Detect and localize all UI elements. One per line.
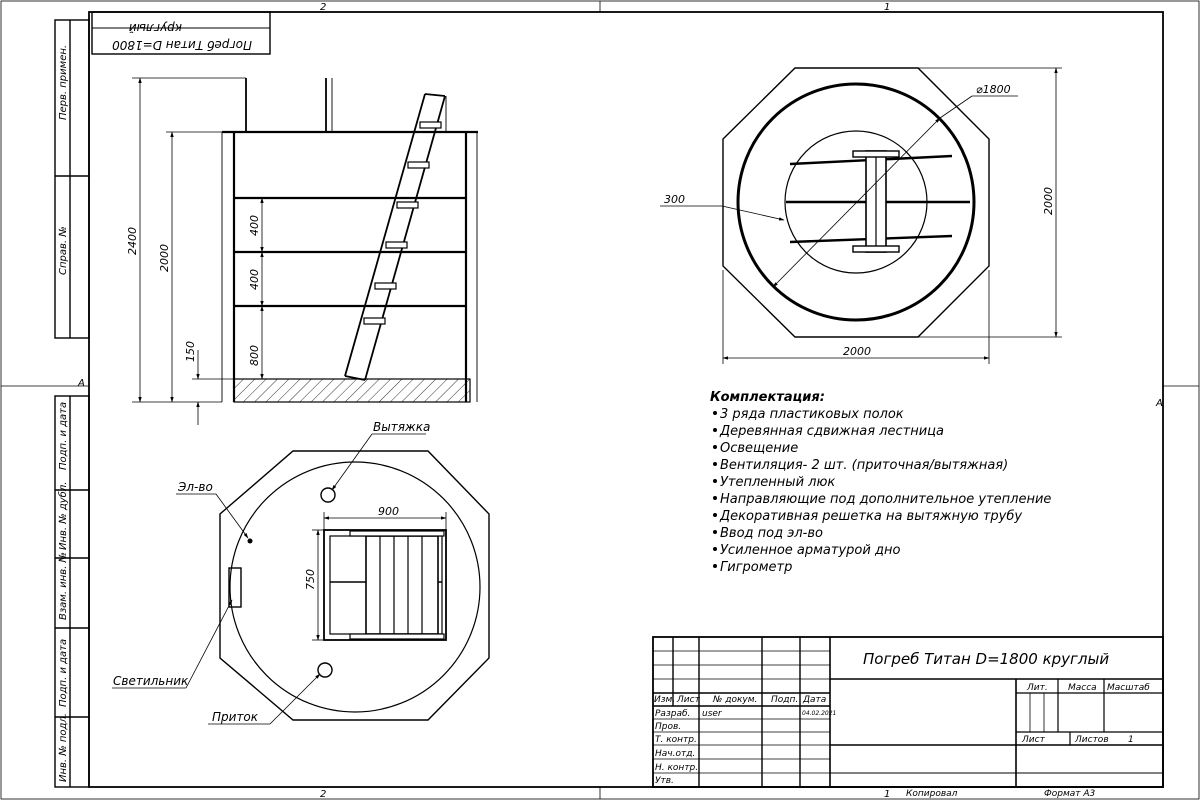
- side-stamp-label: Перв. примен.: [58, 45, 69, 120]
- side-stamp-label: Справ. №: [58, 226, 69, 275]
- ladder-rungs: [363, 121, 442, 325]
- list-bullet: [713, 411, 717, 415]
- tb-format: Формат A3: [1044, 789, 1096, 799]
- dim-floor: 150: [184, 341, 197, 362]
- tb-scale: Масштаб: [1107, 683, 1150, 693]
- dim-shelf-2: 400: [248, 269, 261, 290]
- elevation-dimensions: [132, 77, 264, 425]
- list-bullet: [713, 496, 717, 500]
- zone-top-left: 2: [320, 2, 326, 13]
- side-stamp-label: Подп. и дата: [58, 402, 69, 470]
- list-bullet: [713, 462, 717, 466]
- equipment-list: 3 ряда пластиковых полок Деревянная сдви…: [713, 407, 1051, 575]
- elevation-view: [221, 78, 478, 403]
- tb-developer: user: [702, 709, 723, 719]
- list-bullet: [713, 479, 717, 483]
- tb-col-izm: Изм.: [654, 695, 675, 705]
- zone-side-right: A: [1155, 398, 1163, 409]
- list-bullet: [713, 513, 717, 517]
- tb-date: 04.02.2021: [802, 710, 836, 717]
- zone-top-right: 1: [884, 2, 890, 13]
- side-stamp-columns: [54, 19, 90, 788]
- list-item: Деревянная сдвижная лестница: [719, 424, 944, 439]
- side-stamp-label: Взам. инв. №: [58, 552, 69, 620]
- side-stamp-label: Инв. № дубл.: [57, 482, 69, 550]
- top-stamp-line2: круглый: [129, 21, 182, 35]
- list-item: 3 ряда пластиковых полок: [720, 407, 904, 422]
- dim-width: 2000: [843, 345, 871, 358]
- tb-col-sign: Подп.: [771, 695, 798, 705]
- list-item: Ввод под эл-во: [720, 526, 823, 541]
- list-item: Направляющие под дополнительное утеплени…: [720, 492, 1051, 507]
- tb-row-label: Пров.: [655, 722, 681, 732]
- tb-sheets: Листов: [1074, 735, 1109, 745]
- side-stamp-label: Подп. и дата: [58, 639, 69, 707]
- dim-hatch-width: 900: [378, 505, 399, 518]
- label-exhaust: Вытяжка: [373, 420, 430, 434]
- plan-top-dimensions: [660, 67, 1062, 364]
- dim-height: 2000: [1042, 187, 1055, 215]
- zone-side-left: A: [77, 378, 85, 389]
- dim-wall: 300: [664, 193, 685, 206]
- equipment-heading: Комплектация:: [710, 390, 825, 405]
- label-electric: Эл-во: [177, 480, 213, 494]
- tb-row-label: Утв.: [655, 776, 674, 786]
- plan-bottom-dimensions: [312, 512, 447, 641]
- plan-bottom-view: [219, 450, 490, 721]
- tb-row-label: Разраб.: [655, 709, 690, 719]
- zone-bottom-right: 1: [884, 789, 890, 800]
- tb-sheets-value: 1: [1128, 735, 1134, 745]
- list-bullet: [713, 547, 717, 551]
- title-block-title: Погреб Титан D=1800 круглый: [863, 650, 1109, 668]
- title-block: [652, 636, 1164, 788]
- label-inflow: Приток: [212, 710, 259, 724]
- dim-bottom-shelf: 800: [248, 345, 261, 366]
- tb-row-label: Т. контр.: [655, 735, 697, 745]
- list-bullet: [713, 564, 717, 568]
- tb-mass: Масса: [1068, 683, 1097, 693]
- top-stamp-line1: Погреб Титан D=1800: [112, 38, 252, 52]
- dim-diameter: ⌀1800: [976, 83, 1011, 96]
- tb-col-date: Дата: [802, 695, 826, 705]
- tb-col-list: Лист: [676, 695, 701, 705]
- electric-input-dot: [247, 538, 253, 544]
- list-item: Освещение: [720, 441, 798, 456]
- side-stamp-label: Инв. № подл.: [58, 713, 69, 782]
- list-item: Гигрометр: [720, 560, 792, 575]
- list-item: Усиленное арматурой дно: [720, 543, 900, 558]
- list-item: Декоративная решетка на вытяжную трубу: [719, 509, 1022, 524]
- list-bullet: [713, 530, 717, 534]
- list-item: Утепленный люк: [720, 475, 835, 490]
- tb-col-doc: № докум.: [712, 695, 757, 705]
- label-lamp: Светильник: [113, 674, 189, 688]
- dim-total-height: 2400: [126, 227, 139, 255]
- list-item: Вентиляция- 2 шт. (приточная/вытяжная): [720, 458, 1008, 473]
- dim-shelf-1: 400: [248, 215, 261, 236]
- tb-lit: Лит.: [1026, 683, 1048, 693]
- tb-copied: Копировал: [906, 789, 958, 799]
- list-bullet: [713, 445, 717, 449]
- zone-bottom-left: 2: [320, 789, 326, 800]
- dim-body-height: 2000: [158, 244, 171, 272]
- top-stamp: Погреб Титан D=1800 круглый: [91, 11, 271, 55]
- plan-bottom-leaders: [112, 433, 426, 725]
- tb-sheet: Лист: [1021, 735, 1046, 745]
- list-bullet: [713, 428, 717, 432]
- tb-row-label: Н. контр.: [655, 763, 698, 773]
- dim-hatch-height: 750: [304, 569, 317, 590]
- tb-row-label: Нач.отд.: [655, 749, 695, 759]
